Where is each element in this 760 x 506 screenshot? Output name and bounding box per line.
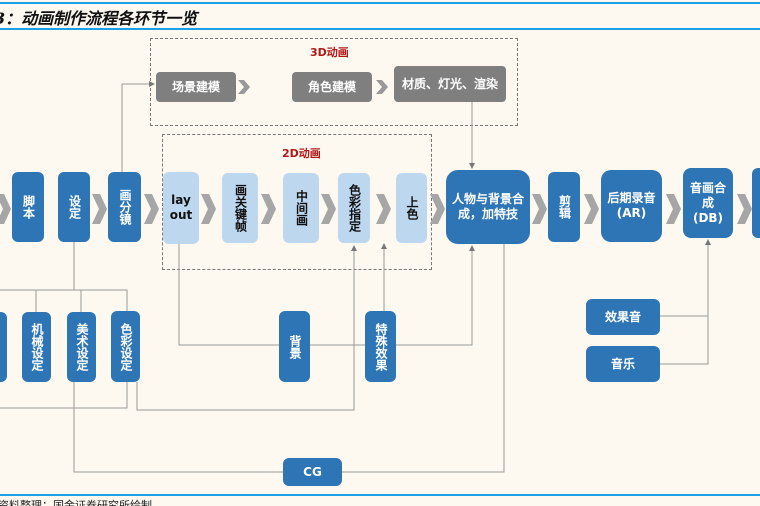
node-cg: CG xyxy=(283,458,342,486)
node-background: 背景 xyxy=(279,311,310,382)
node-storyboard: 画分镜 xyxy=(108,172,141,242)
node-color-spec: 色彩指定 xyxy=(338,173,370,243)
bottom-rule xyxy=(0,494,760,496)
node-cropped-sub xyxy=(0,312,7,382)
source-note: 资料整理：国金证券研究所绘制 xyxy=(0,499,152,506)
node-music: 音乐 xyxy=(586,346,660,382)
node-layout: lay out xyxy=(163,172,199,244)
node-setting: 设定 xyxy=(58,172,90,242)
node-mechanical-setting: 机械设定 xyxy=(22,312,51,382)
2d-group xyxy=(162,134,432,270)
node-special-effects: 特殊效果 xyxy=(365,311,396,382)
node-compositing: 人物与背景合成，加特技 xyxy=(446,170,530,244)
node-art-setting: 美术设定 xyxy=(67,312,96,382)
node-inbetween: 中间画 xyxy=(283,173,319,243)
node-scene-modeling: 场景建模 xyxy=(156,72,236,102)
node-sound-effects: 效果音 xyxy=(586,299,660,335)
node-character-modeling: 角色建模 xyxy=(292,72,372,102)
top-rule xyxy=(0,2,760,4)
chevrons xyxy=(0,80,752,224)
node-editing: 剪辑 xyxy=(548,172,580,242)
node-dubbing: 音画合成(DB) xyxy=(683,168,733,238)
3d-label: 3D动画 xyxy=(310,46,349,59)
node-after-recording: 后期录音(AR) xyxy=(601,170,662,242)
node-keyframe: 画关键帧 xyxy=(222,173,258,243)
node-color-setting: 色彩设定 xyxy=(111,311,140,382)
node-material-light-render: 材质、灯光、渲染 xyxy=(394,66,506,102)
node-script: 脚本 xyxy=(12,172,44,242)
2d-label: 2D动画 xyxy=(282,147,321,160)
node-cropped xyxy=(752,168,760,238)
title-rule xyxy=(0,28,760,30)
node-coloring: 上色 xyxy=(396,173,427,243)
figure-title: 3：动画制作流程各环节一览 xyxy=(0,9,198,28)
